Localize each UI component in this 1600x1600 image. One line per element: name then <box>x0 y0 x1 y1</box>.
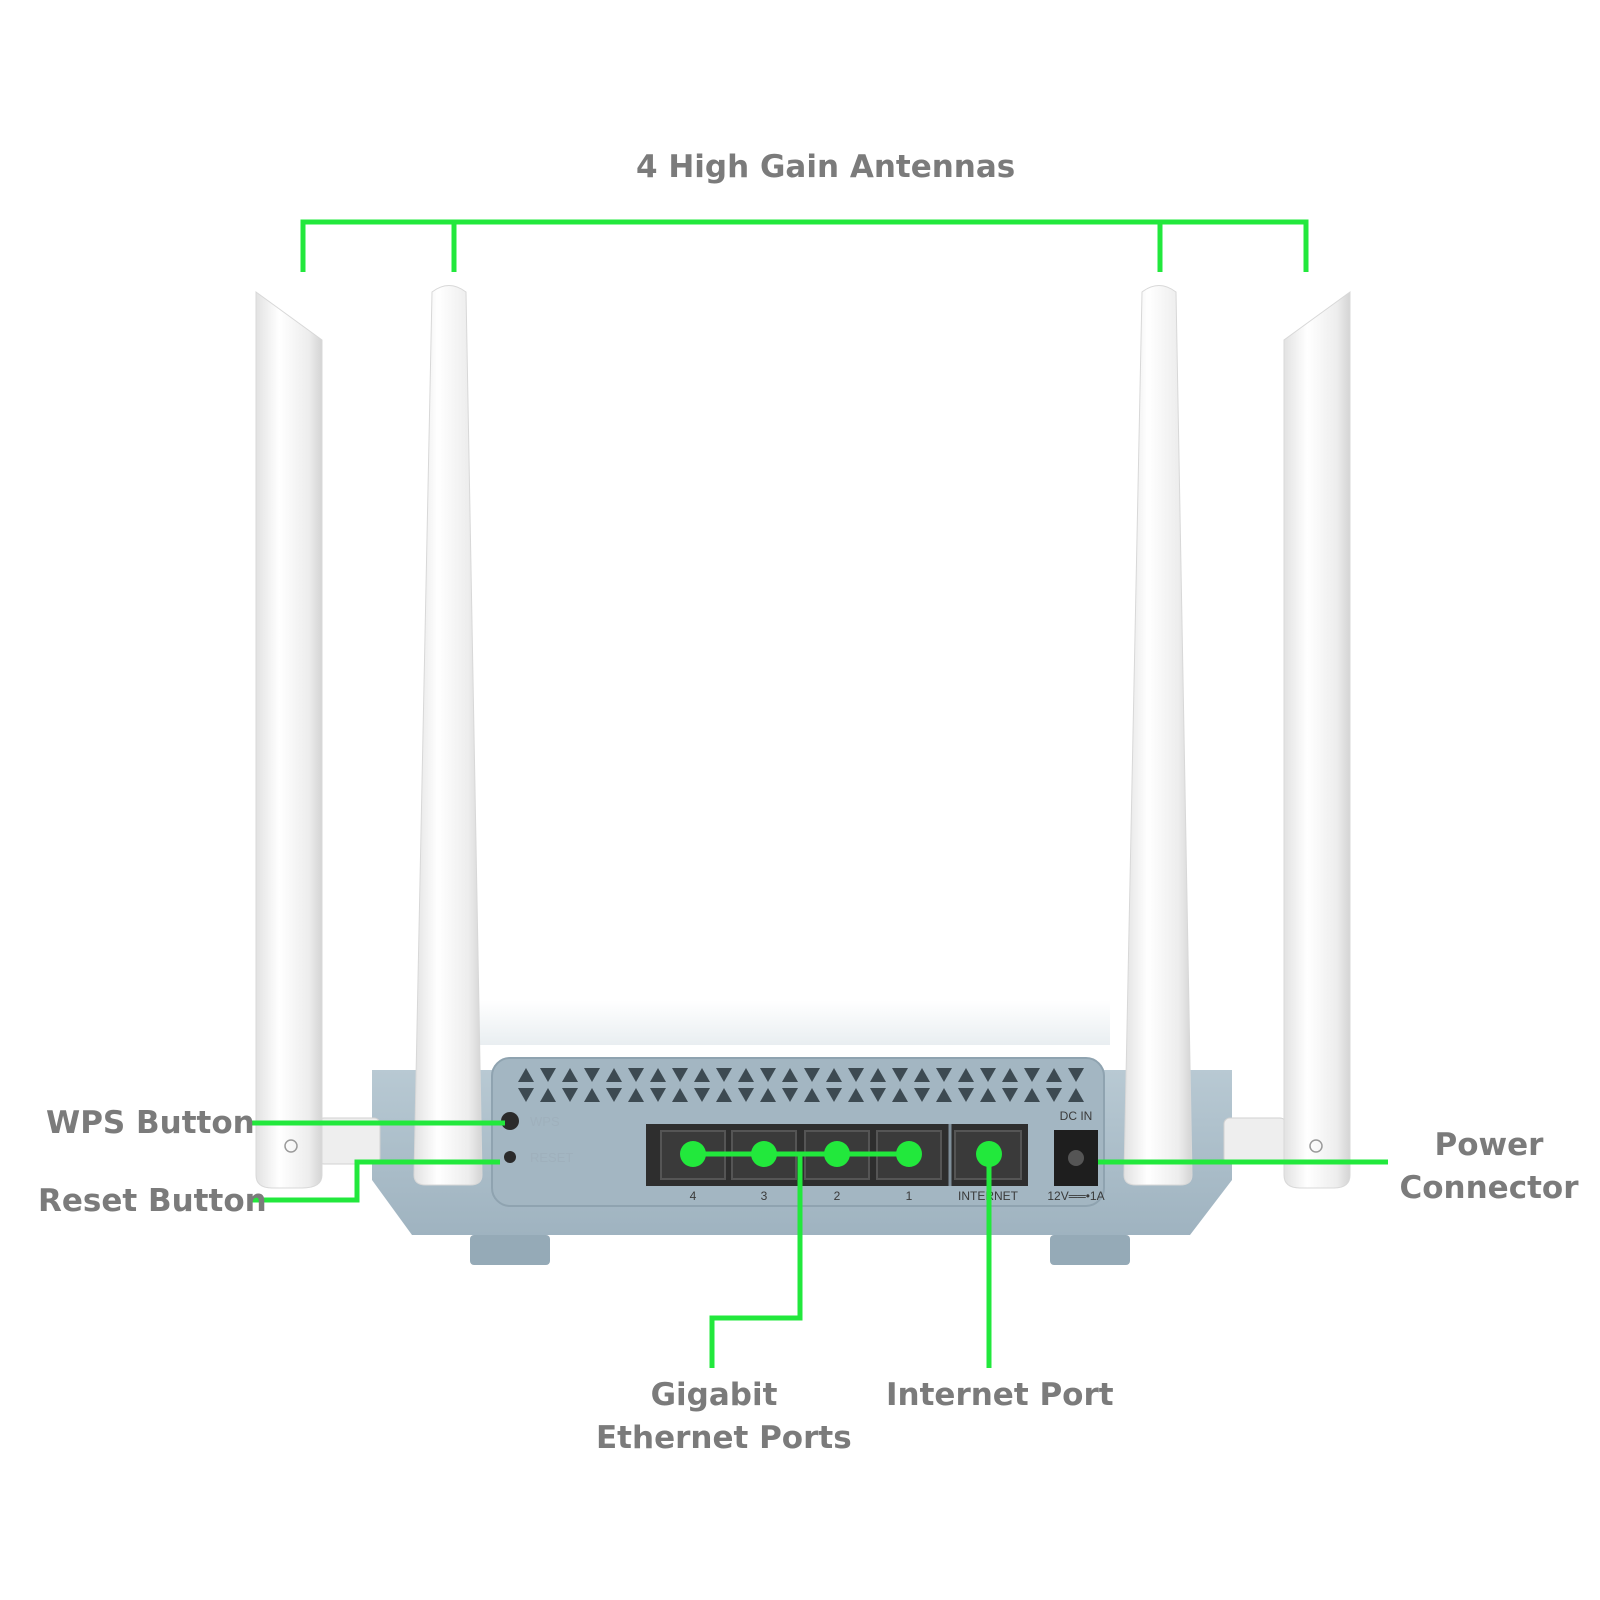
antenna-inner-left <box>413 285 483 1186</box>
wps-callout: WPS Button <box>46 1105 255 1141</box>
vent-slot <box>760 1068 776 1082</box>
vent-slot <box>936 1068 952 1082</box>
vent-slot <box>628 1068 644 1082</box>
vent-slot <box>628 1088 644 1102</box>
vent-slot <box>760 1088 776 1102</box>
vent-slot <box>1002 1068 1018 1082</box>
vent-slot <box>870 1088 886 1102</box>
lan-port-label: 2 <box>834 1189 841 1203</box>
vent-slot <box>606 1088 622 1102</box>
lan-port-3-dot <box>751 1141 777 1167</box>
lan-port-label: 1 <box>906 1189 913 1203</box>
power-connector-hole <box>1068 1150 1084 1166</box>
vent-slot <box>584 1088 600 1102</box>
vent-slot <box>540 1088 556 1102</box>
lan-port-4-dot <box>680 1141 706 1167</box>
vent-slot <box>958 1068 974 1082</box>
router-top-cover <box>470 1000 1110 1045</box>
antenna-outer-right <box>1283 291 1351 1189</box>
router-foot-left <box>470 1235 550 1265</box>
vent-slot <box>1068 1088 1084 1102</box>
lan-port-label: 4 <box>690 1189 697 1203</box>
vent-slot <box>782 1088 798 1102</box>
vent-slot <box>1046 1088 1062 1102</box>
lan-port-1-dot <box>896 1141 922 1167</box>
vent-slot <box>650 1068 666 1082</box>
vent-slot <box>672 1068 688 1082</box>
vent-slot <box>540 1068 556 1082</box>
lan-port-2-dot <box>824 1141 850 1167</box>
wps-button[interactable] <box>501 1112 519 1130</box>
vent-grille <box>518 1068 1084 1102</box>
wps-panel-label: WPS <box>530 1114 560 1129</box>
vent-slot <box>804 1068 820 1082</box>
vent-slot <box>738 1068 754 1082</box>
vent-slot <box>980 1088 996 1102</box>
antenna-outer-left-screw <box>284 1139 298 1153</box>
vent-slot <box>804 1088 820 1102</box>
vent-slot <box>1024 1088 1040 1102</box>
antenna-outer-left <box>255 291 323 1189</box>
gigabit-callout: Gigabit Ethernet Ports <box>596 1374 852 1460</box>
router-foot-right <box>1050 1235 1130 1265</box>
antenna-inner-right <box>1123 285 1193 1186</box>
power-callout-line2: Connector <box>1399 1170 1579 1206</box>
vent-slot <box>914 1088 930 1102</box>
vent-slot <box>518 1068 534 1082</box>
vent-slot <box>826 1088 842 1102</box>
vent-slot <box>672 1088 688 1102</box>
gigabit-callout-line1: Gigabit <box>650 1377 778 1413</box>
power-callout: Power Connector <box>1396 1124 1582 1210</box>
reset-callout-line <box>248 1159 500 1203</box>
vent-slot <box>694 1068 710 1082</box>
vent-slot <box>716 1088 732 1102</box>
vent-slot <box>584 1068 600 1082</box>
vent-slot <box>914 1068 930 1082</box>
vent-slot <box>650 1088 666 1102</box>
vent-slot <box>606 1068 622 1082</box>
vent-slot <box>518 1088 534 1102</box>
gigabit-callout-line <box>709 1154 803 1368</box>
vent-slot <box>562 1088 578 1102</box>
vent-slot <box>892 1068 908 1082</box>
vent-slot <box>958 1088 974 1102</box>
vent-slot <box>936 1088 952 1102</box>
antenna-hinge-right <box>1223 1117 1287 1165</box>
dc-in-label: DC IN <box>1060 1109 1093 1123</box>
antennas-bracket <box>300 219 1309 272</box>
vent-slot <box>694 1088 710 1102</box>
vent-slot <box>892 1088 908 1102</box>
vent-slot <box>848 1068 864 1082</box>
reset-panel-label: RESET <box>530 1150 573 1165</box>
vent-slot <box>826 1068 842 1082</box>
internet-callout: Internet Port <box>886 1377 1114 1413</box>
vent-slot <box>848 1088 864 1102</box>
vent-slot <box>1002 1088 1018 1102</box>
internet-port-dot <box>976 1141 1002 1167</box>
reset-button[interactable] <box>504 1151 516 1163</box>
vent-slot <box>562 1068 578 1082</box>
vent-slot <box>1068 1068 1084 1082</box>
vent-slot <box>782 1068 798 1082</box>
power-rating-label: 12V══•1A <box>1047 1189 1104 1203</box>
antennas-callout: 4 High Gain Antennas <box>636 149 1016 185</box>
vent-slot <box>738 1088 754 1102</box>
vent-slot <box>870 1068 886 1082</box>
antenna-outer-right-screw <box>1309 1139 1323 1153</box>
vent-slot <box>980 1068 996 1082</box>
power-callout-line1: Power <box>1434 1127 1544 1163</box>
vent-slot <box>1046 1068 1062 1082</box>
reset-callout: Reset Button <box>38 1183 267 1219</box>
vent-slot <box>1024 1068 1040 1082</box>
gigabit-callout-line2: Ethernet Ports <box>596 1420 852 1456</box>
vent-slot <box>716 1068 732 1082</box>
lan-port-label: 3 <box>761 1189 768 1203</box>
